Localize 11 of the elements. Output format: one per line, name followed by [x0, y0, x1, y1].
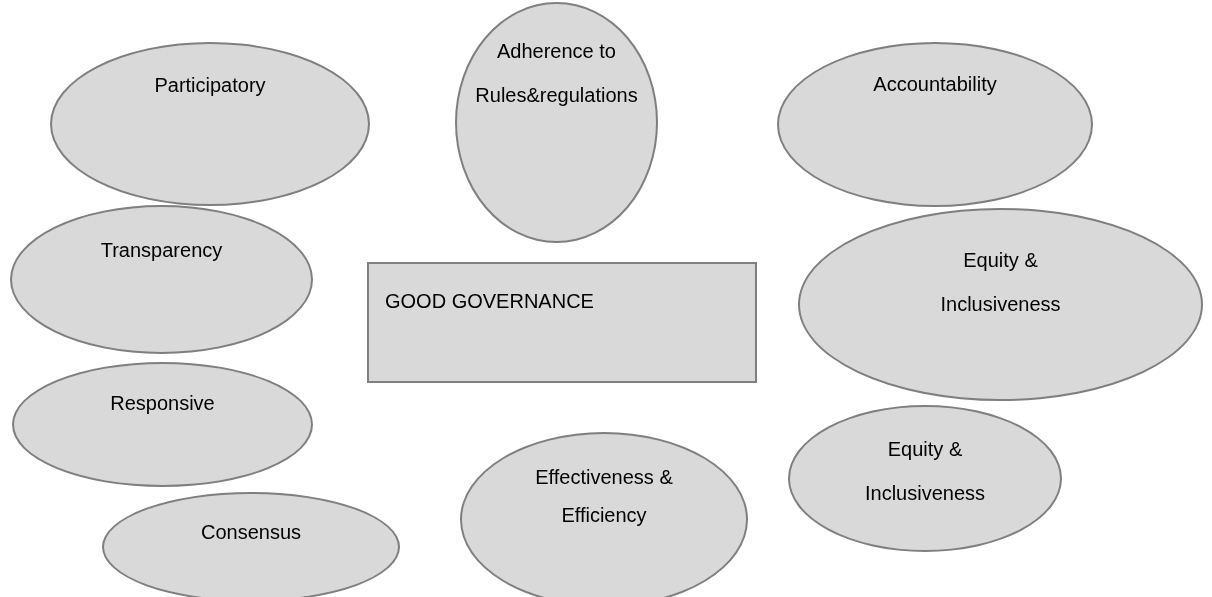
- node-label: Accountability: [873, 72, 997, 97]
- node-label: Effectiveness & Efficiency: [534, 465, 674, 528]
- process-box: [367, 262, 757, 383]
- node-label: GOOD GOVERNANCE: [385, 289, 594, 314]
- node-label: Equity & Inclusiveness: [939, 248, 1062, 317]
- node-label: Transparency: [100, 238, 223, 263]
- node-label: Participatory: [154, 73, 266, 98]
- node-label: Consensus: [200, 520, 302, 545]
- node-label: Equity & Inclusiveness: [863, 437, 987, 506]
- node-label: Responsive: [110, 391, 215, 416]
- node-label: Adherence to Rules&regulations: [474, 39, 639, 108]
